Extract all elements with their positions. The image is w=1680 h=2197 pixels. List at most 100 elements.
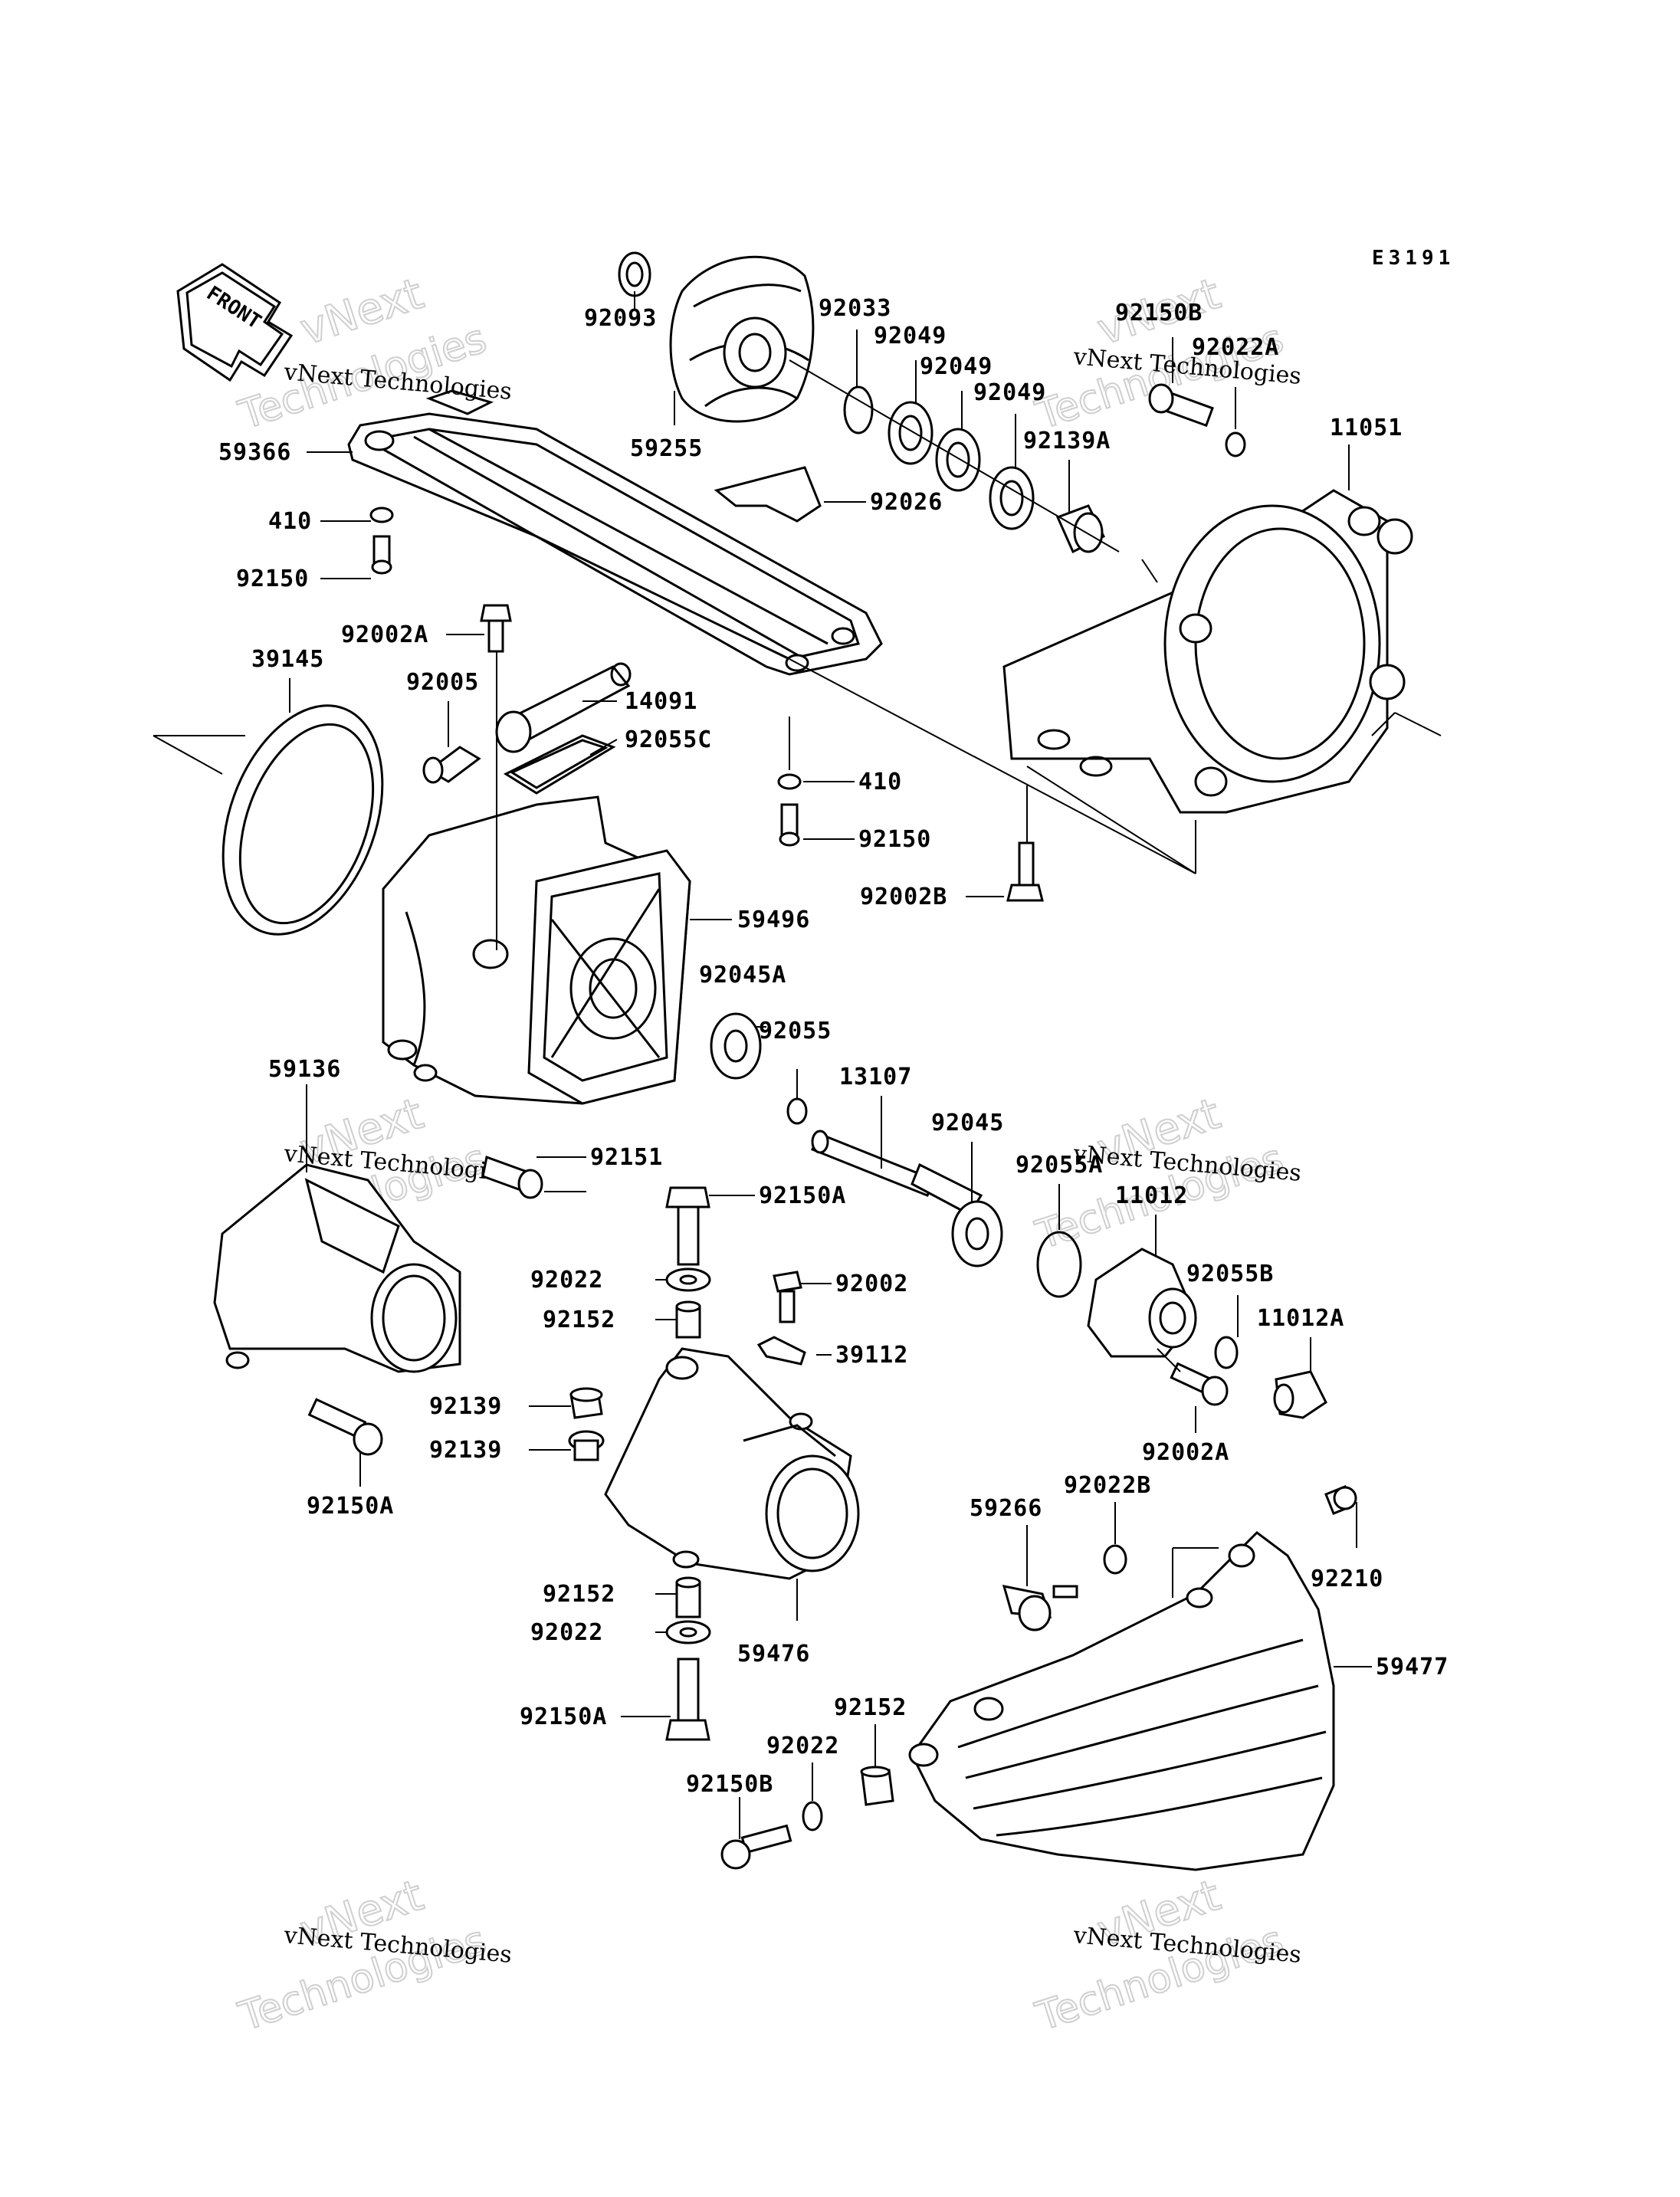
label-92033: 92033 (819, 295, 891, 322)
label-59136: 59136 (268, 1056, 341, 1083)
part-92022-washer-low (665, 1620, 711, 1644)
part-11012-cap (1087, 1248, 1197, 1358)
ring-axis-line-2 (153, 735, 223, 775)
part-39145-ring (221, 704, 384, 936)
part-92150A-bolt-mid (665, 1186, 710, 1266)
label-59476: 59476 (737, 1641, 810, 1667)
label-92026: 92026 (870, 489, 943, 516)
label-92150A-low: 92150A (520, 1703, 607, 1730)
part-92002A-bolt-bottom (1170, 1362, 1229, 1406)
part-39112-lever (756, 1336, 806, 1366)
label-92150B-bottom: 92150B (686, 1771, 773, 1798)
label-92150A-mid: 92150A (759, 1182, 846, 1209)
part-92049-seal-1 (888, 401, 934, 465)
part-410-washer-top (369, 507, 394, 523)
part-11012A-plug (1273, 1370, 1327, 1419)
label-92002A-bottom: 92002A (1142, 1439, 1229, 1466)
label-92150A-left: 92150A (307, 1493, 394, 1520)
shaft-axis-line (789, 359, 1120, 553)
diagram-code: E3191 (1372, 247, 1455, 270)
label-92002: 92002 (835, 1271, 908, 1297)
label-59366: 59366 (218, 439, 291, 466)
label-92055C: 92055C (625, 726, 712, 753)
part-92150A-bolt-low (665, 1658, 710, 1741)
label-92150-top: 92150 (236, 566, 309, 592)
label-92022-bottom: 92022 (766, 1733, 839, 1759)
front-arrow-icon: FRONT (176, 263, 294, 382)
part-59366-pump-cover (347, 389, 883, 676)
part-92022B-washer (1103, 1544, 1127, 1575)
part-92150-bolt-top (371, 535, 392, 575)
part-59496-pump-housing (382, 795, 691, 1105)
label-14091: 14091 (625, 688, 697, 715)
part-59255-impeller (669, 255, 815, 423)
label-39145: 39145 (251, 646, 324, 673)
part-59477-reverse-bucket (908, 1531, 1335, 1871)
part-92045A-bearing (710, 1012, 762, 1080)
label-92139A: 92139A (1023, 428, 1111, 454)
label-39112: 39112 (835, 1342, 908, 1369)
label-92055: 92055 (759, 1018, 832, 1044)
part-14091-tube (495, 662, 632, 753)
label-92022-mid: 92022 (530, 1267, 603, 1294)
part-92005-fitting (422, 746, 481, 784)
label-92210: 92210 (1311, 1566, 1383, 1592)
part-92151-fitting (481, 1155, 543, 1199)
label-410-top: 410 (268, 508, 312, 535)
part-59136-nozzle (213, 1163, 461, 1373)
label-59255: 59255 (630, 435, 703, 462)
watermark-bottom-right: vNext Technologies vNext Technologies (1030, 1870, 1303, 2041)
label-92150B-top: 92150B (1115, 300, 1203, 326)
part-92055C-gasket (503, 734, 616, 795)
label-59477: 59477 (1376, 1654, 1449, 1681)
watermark-bottom-left: vNext Technologies vNext Technologies (233, 1870, 514, 2041)
label-92002A-top: 92002A (341, 621, 428, 648)
label-92139-b: 92139 (429, 1437, 502, 1464)
label-11012A: 11012A (1257, 1305, 1344, 1332)
label-11051: 11051 (1330, 415, 1403, 441)
label-92022A: 92022A (1192, 334, 1279, 361)
label-92139-a: 92139 (429, 1393, 502, 1420)
part-11051-pump-case (1002, 489, 1413, 814)
part-labels: 92093 59255 92033 92049 92049 92049 9213… (218, 295, 1449, 1798)
label-92045A: 92045A (699, 962, 786, 989)
part-92026-plate (714, 466, 822, 523)
part-92055A-o-ring (1036, 1231, 1082, 1298)
part-92150-bolt-mid (779, 803, 800, 847)
label-13107: 13107 (839, 1064, 912, 1090)
part-410-washer-mid (777, 773, 802, 790)
part-92152-collar-low (675, 1576, 701, 1618)
label-92045: 92045 (931, 1110, 1004, 1136)
part-92049-seal-2 (935, 428, 981, 492)
label-92055A: 92055A (1016, 1152, 1103, 1179)
label-92093: 92093 (584, 305, 657, 332)
label-92022B: 92022B (1064, 1472, 1151, 1499)
label-92049-c: 92049 (973, 379, 1046, 406)
part-92055-o-ring (786, 1097, 808, 1125)
label-59266: 59266 (970, 1495, 1042, 1522)
part-92033-circlip (843, 385, 874, 434)
label-92022-low: 92022 (530, 1619, 603, 1646)
part-92045-bearing (951, 1200, 1003, 1267)
part-92210-plug (1324, 1485, 1357, 1515)
part-92152-collar-mid (675, 1300, 701, 1339)
part-92093-cap (618, 251, 651, 297)
part-92152-collar-bottom (860, 1766, 894, 1806)
label-92002B: 92002B (860, 884, 947, 910)
label-92152-mid: 92152 (543, 1307, 615, 1333)
part-92022A-washer (1225, 431, 1246, 457)
label-59496: 59496 (737, 907, 810, 933)
label-92150-mid: 92150 (858, 826, 931, 853)
part-92022-washer-mid (665, 1267, 711, 1292)
leader-lines (289, 291, 1442, 1839)
part-59476-steering-nozzle (604, 1347, 860, 1580)
part-59266-fitting (1002, 1585, 1078, 1631)
label-11012: 11012 (1115, 1182, 1188, 1209)
label-92049-a: 92049 (874, 323, 947, 349)
label-92152-low: 92152 (543, 1581, 615, 1608)
part-92150B-bolt-bottom (720, 1824, 792, 1870)
part-92055B-o-ring (1214, 1336, 1239, 1369)
part-92022-washer-bottom (802, 1801, 823, 1831)
part-92150A-bolt-left (307, 1398, 383, 1456)
